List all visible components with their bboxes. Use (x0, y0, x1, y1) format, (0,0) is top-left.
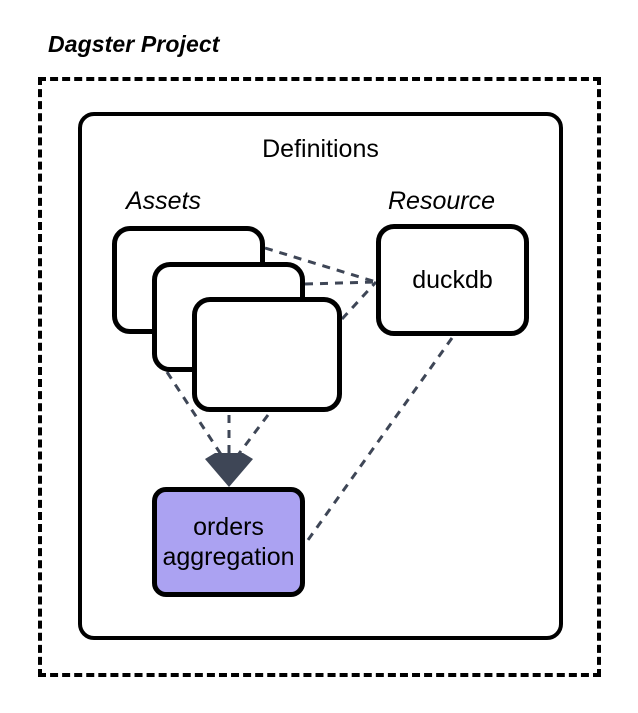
duckdb-node-label: duckdb (412, 265, 493, 294)
project-boundary (38, 77, 601, 677)
orders-node-label-line2: aggregation (162, 543, 295, 571)
resource-group-label: Resource (388, 187, 495, 215)
project-title: Dagster Project (48, 31, 220, 57)
assets-group-label: Assets (126, 187, 202, 215)
duckdb-resource-node[interactable]: duckdb (376, 224, 529, 336)
asset-card[interactable] (192, 297, 342, 412)
orders-aggregation-node[interactable]: orders aggregation (152, 487, 305, 597)
definitions-label: Definitions (262, 135, 379, 163)
orders-node-label-line1: orders (193, 512, 264, 541)
